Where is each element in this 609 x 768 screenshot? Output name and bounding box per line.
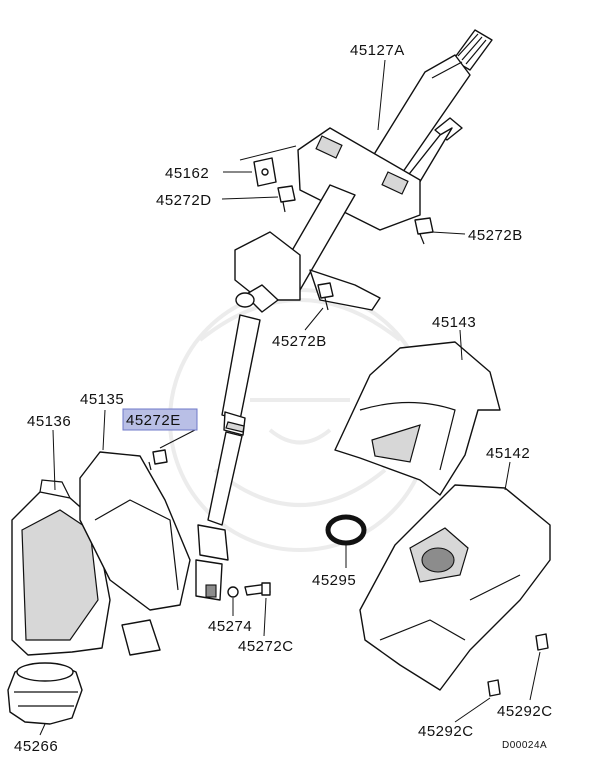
part-labels: 45127A 45162 45272D 45272B 45272B 45143 …	[14, 42, 553, 755]
boot-45136[interactable]	[11, 479, 161, 656]
clip-45162[interactable]	[253, 157, 277, 187]
screw-45292C-right[interactable]	[535, 633, 549, 651]
label-45136[interactable]: 45136	[27, 413, 71, 430]
bolt-45272C[interactable]	[244, 582, 271, 596]
steering-column-45127A[interactable]	[234, 29, 493, 313]
label-45274[interactable]: 45274	[208, 618, 252, 635]
label-45292C-right[interactable]: 45292C	[497, 703, 553, 720]
label-45272E[interactable]: 45272E	[126, 412, 181, 429]
leader-lines	[39, 59, 541, 736]
label-45127A[interactable]: 45127A	[350, 42, 405, 59]
label-45162[interactable]: 45162	[165, 165, 209, 182]
ring-45295[interactable]	[325, 514, 367, 546]
intermediate-shaft[interactable]	[195, 314, 261, 601]
lower-cover-45142[interactable]	[359, 484, 551, 691]
label-45143[interactable]: 45143	[432, 314, 476, 331]
upper-cover-45143[interactable]	[334, 341, 501, 496]
label-45272D[interactable]: 45272D	[156, 192, 212, 209]
nut-45274[interactable]	[227, 586, 239, 598]
label-45272B-lower[interactable]: 45272B	[272, 333, 327, 350]
label-45292C-left[interactable]: 45292C	[418, 723, 474, 740]
highlight-45272E	[122, 408, 198, 431]
bolt-45272D[interactable]	[277, 185, 296, 213]
label-45135[interactable]: 45135	[80, 391, 124, 408]
diagram-code: D00024A	[502, 740, 547, 751]
boot-45266[interactable]	[7, 662, 83, 725]
label-45142[interactable]: 45142	[486, 445, 530, 462]
bolt-45272B-right[interactable]	[414, 217, 434, 245]
label-45272B-right[interactable]: 45272B	[468, 227, 523, 244]
cover-45135[interactable]	[79, 451, 191, 611]
label-45272C[interactable]: 45272C	[238, 638, 294, 655]
bolt-45272B-lower[interactable]	[317, 282, 334, 311]
label-45266[interactable]: 45266	[14, 738, 58, 755]
screw-45292C-left[interactable]	[487, 679, 501, 697]
bolt-45272E[interactable]	[148, 449, 168, 471]
label-45295[interactable]: 45295	[312, 572, 356, 589]
